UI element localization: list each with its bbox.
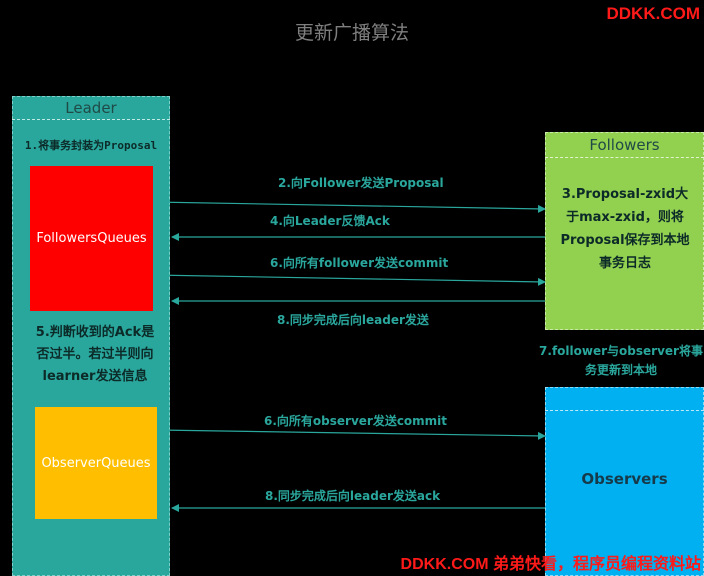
leader-header: Leader bbox=[12, 96, 170, 120]
step7-note: 7.follower与observer将事务更新到本地 bbox=[539, 344, 703, 377]
msg-step8-observer: 8.同步完成后向leader发送ack bbox=[265, 489, 441, 503]
brand-watermark-bottom: DDKK.COM 弟弟快看，程序员编程资料站 bbox=[400, 556, 701, 573]
diagram-title: 更新广播算法 bbox=[294, 22, 409, 44]
followers-header: Followers bbox=[545, 132, 704, 158]
followers-step3-note: 3.Proposal-zxid大于max-zxid，则将Proposal保存到本… bbox=[560, 187, 690, 271]
followers-queues-box: FollowersQueues bbox=[30, 166, 153, 311]
msg-step2: 2.向Follower发送Proposal bbox=[278, 176, 444, 190]
msg-step4: 4.向Leader反馈Ack bbox=[270, 214, 390, 228]
arrow-observer-commit bbox=[156, 429, 546, 440]
msg-step8-follower: 8.同步完成后向leader发送 bbox=[277, 313, 429, 327]
observers-header-divider bbox=[545, 410, 704, 411]
leader-step1-note: 1.将事务封装为Proposal bbox=[24, 139, 158, 152]
observer-queues-box: ObserverQueues bbox=[35, 407, 157, 519]
arrow-follower-commit bbox=[152, 274, 546, 286]
leader-step5-note: 5.判断收到的Ack是否过半。若过半则向learner发送信息 bbox=[35, 325, 155, 384]
observers-label: Observers bbox=[581, 470, 668, 488]
msg-step6-observer: 6.向所有observer发送commit bbox=[264, 414, 448, 428]
followers-box bbox=[545, 132, 704, 330]
arrow-send-proposal bbox=[152, 201, 546, 213]
observers-box bbox=[545, 387, 704, 576]
msg-step6-follower: 6.向所有follower发送commit bbox=[270, 256, 449, 270]
brand-watermark-top: DDKK.COM bbox=[606, 4, 701, 23]
